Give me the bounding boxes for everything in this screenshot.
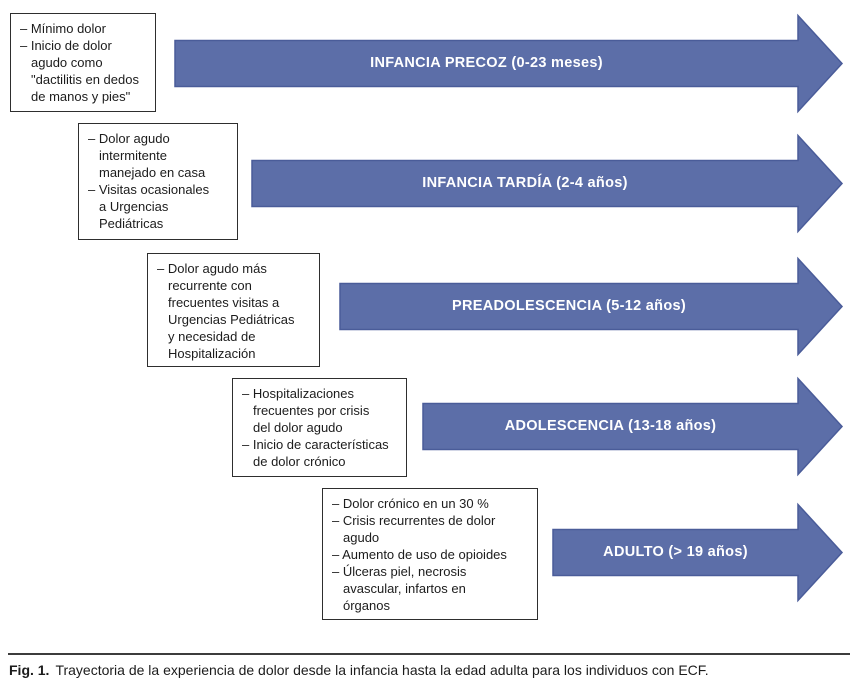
stage-label-infancia-precoz: INFANCIA PRECOZ (0-23 meses) [370, 55, 603, 71]
arrow-adolescencia [422, 376, 844, 477]
symptom-box-adolescencia: – Hospitalizaciones frecuentes por crisi… [232, 378, 407, 477]
symptom-box-preadolescencia: – Dolor agudo más recurrente con frecuen… [147, 253, 320, 367]
figure-caption-text: Trayectoria de la experiencia de dolor d… [55, 662, 709, 678]
stage-label-preadolescencia: PREADOLESCENCIA (5-12 años) [452, 298, 686, 314]
caption-divider [8, 653, 850, 655]
stage-label-adolescencia: ADOLESCENCIA (13-18 años) [504, 418, 717, 434]
symptom-item: – Inicio de dolor agudo como "dactilitis… [20, 38, 139, 104]
symptom-item: – Dolor crónico en un 30 % [332, 496, 489, 511]
arrow-infancia-precoz [174, 13, 844, 114]
figure-caption: Fig. 1. Trayectoria de la experiencia de … [9, 661, 849, 679]
symptom-item: – Mínimo dolor [20, 21, 106, 36]
arrow-adulto [552, 502, 844, 603]
figure-number: Fig. 1. [9, 662, 50, 678]
symptom-item: – Hospitalizaciones frecuentes por crisi… [242, 386, 370, 435]
symptom-item: – Dolor agudo intermitente manejado en c… [88, 131, 206, 180]
arrow-preadolescencia [339, 256, 844, 357]
arrow-infancia-tardia [251, 133, 844, 234]
symptom-item: – Aumento de uso de opioides [332, 547, 507, 562]
symptom-item: – Inicio de características de dolor cró… [242, 437, 389, 469]
symptom-item: – Crisis recurrentes de dolor agudo [332, 513, 496, 545]
symptom-box-infancia-precoz: – Mínimo dolor – Inicio de dolor agudo c… [10, 13, 156, 112]
symptom-item: – Visitas ocasionales a Urgencias Pediát… [88, 182, 210, 231]
symptom-item: – Úlceras piel, necrosis avascular, infa… [332, 564, 467, 613]
symptom-box-adulto: – Dolor crónico en un 30 % – Crisis recu… [322, 488, 538, 620]
stage-label-infancia-tardia: INFANCIA TARDÍA (2-4 años) [422, 175, 628, 191]
symptom-item: – Dolor agudo más recurrente con frecuen… [157, 261, 295, 361]
symptom-box-infancia-tardia: – Dolor agudo intermitente manejado en c… [78, 123, 238, 240]
stage-label-adulto: ADULTO (> 19 años) [603, 544, 748, 560]
